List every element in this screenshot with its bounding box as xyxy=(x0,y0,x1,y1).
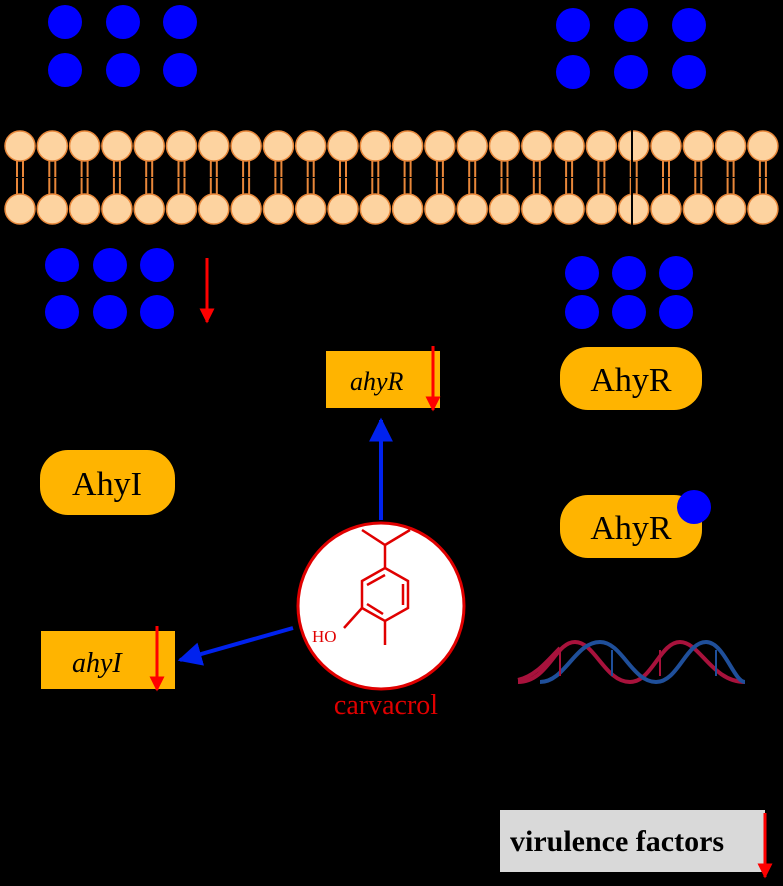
ahl-molecule xyxy=(659,295,693,329)
ahl-molecule xyxy=(93,295,127,329)
phospholipid xyxy=(682,130,715,225)
phospholipid xyxy=(488,130,521,225)
phospholipid xyxy=(617,130,650,225)
ahl-molecule xyxy=(565,256,599,290)
ahyi-gene-label: ahyI xyxy=(72,648,123,679)
phospholipid xyxy=(456,130,488,225)
ahyr-gene-box: ahyR xyxy=(326,346,441,412)
phospholipid xyxy=(359,130,392,225)
phospholipid xyxy=(391,130,424,225)
ahyi-protein: AhyI xyxy=(40,450,175,515)
phospholipid xyxy=(36,130,69,225)
ahl-molecule xyxy=(556,55,590,89)
ahl-molecule xyxy=(140,248,174,282)
phospholipid xyxy=(294,130,327,225)
ahl-molecule xyxy=(163,5,197,39)
ahyi-gene-box: ahyI xyxy=(41,626,175,692)
phospholipid xyxy=(521,130,553,225)
ahyi-protein-label: AhyI xyxy=(72,466,142,503)
virulence-factors-box: virulence factors xyxy=(500,810,773,879)
phospholipid xyxy=(747,130,779,225)
ahl-molecule xyxy=(140,295,174,329)
phospholipid xyxy=(262,130,295,225)
hydroxyl-label: HO xyxy=(312,627,337,646)
ahl-molecule xyxy=(672,55,706,89)
phospholipid xyxy=(101,130,133,225)
phospholipid xyxy=(198,130,230,225)
ahyr-protein: AhyR xyxy=(560,347,702,410)
phospholipid xyxy=(4,130,36,225)
ahl-molecule xyxy=(48,5,82,39)
dna-double-helix xyxy=(517,639,746,685)
ahl-molecule xyxy=(106,53,140,87)
ahyr-gene-label: ahyR xyxy=(350,367,404,396)
ahyr-protein-label: AhyR xyxy=(590,362,672,399)
ahl-molecule xyxy=(106,5,140,39)
ahl-molecule xyxy=(614,55,648,89)
ahl-molecule xyxy=(45,295,79,329)
ahl-molecule xyxy=(48,53,82,87)
carvacrol-molecule: HO xyxy=(296,521,466,691)
ahl-cluster-inner-left xyxy=(45,248,174,329)
phospholipid xyxy=(585,130,618,225)
ahl-molecule xyxy=(614,8,648,42)
carvacrol-structure xyxy=(343,528,411,645)
bound-ahl-molecule xyxy=(677,490,711,524)
ahyr-complex-label: AhyR xyxy=(590,510,672,547)
phospholipid xyxy=(230,130,262,225)
ahl-molecule xyxy=(659,256,693,290)
ahl-cluster-inner-right xyxy=(565,256,693,329)
phospholipid xyxy=(714,130,747,225)
cell-membrane xyxy=(4,130,779,225)
virulence-factors-label: virulence factors xyxy=(510,825,724,858)
ahl-molecule xyxy=(612,256,646,290)
ahl-cluster-top-right xyxy=(556,8,706,89)
phospholipid xyxy=(133,130,165,225)
phospholipid xyxy=(424,130,456,225)
phospholipid xyxy=(68,130,101,225)
ahl-molecule xyxy=(565,295,599,329)
ahl-molecule xyxy=(163,53,197,87)
ahl-cluster-top-left xyxy=(48,5,197,87)
carvacrol-to-ahyi-arrow xyxy=(177,626,294,666)
ahl-molecule xyxy=(45,248,79,282)
phospholipid xyxy=(165,130,198,225)
carvacrol-label: carvacrol xyxy=(334,690,438,721)
phospholipid xyxy=(553,130,585,225)
ahl-molecule xyxy=(556,8,590,42)
ahl-molecule xyxy=(672,8,706,42)
ahl-molecule xyxy=(93,248,127,282)
ahl-molecule xyxy=(612,295,646,329)
ahyr-ahl-complex: AhyR xyxy=(560,490,711,558)
phospholipid xyxy=(327,130,359,225)
phospholipid xyxy=(650,130,682,225)
